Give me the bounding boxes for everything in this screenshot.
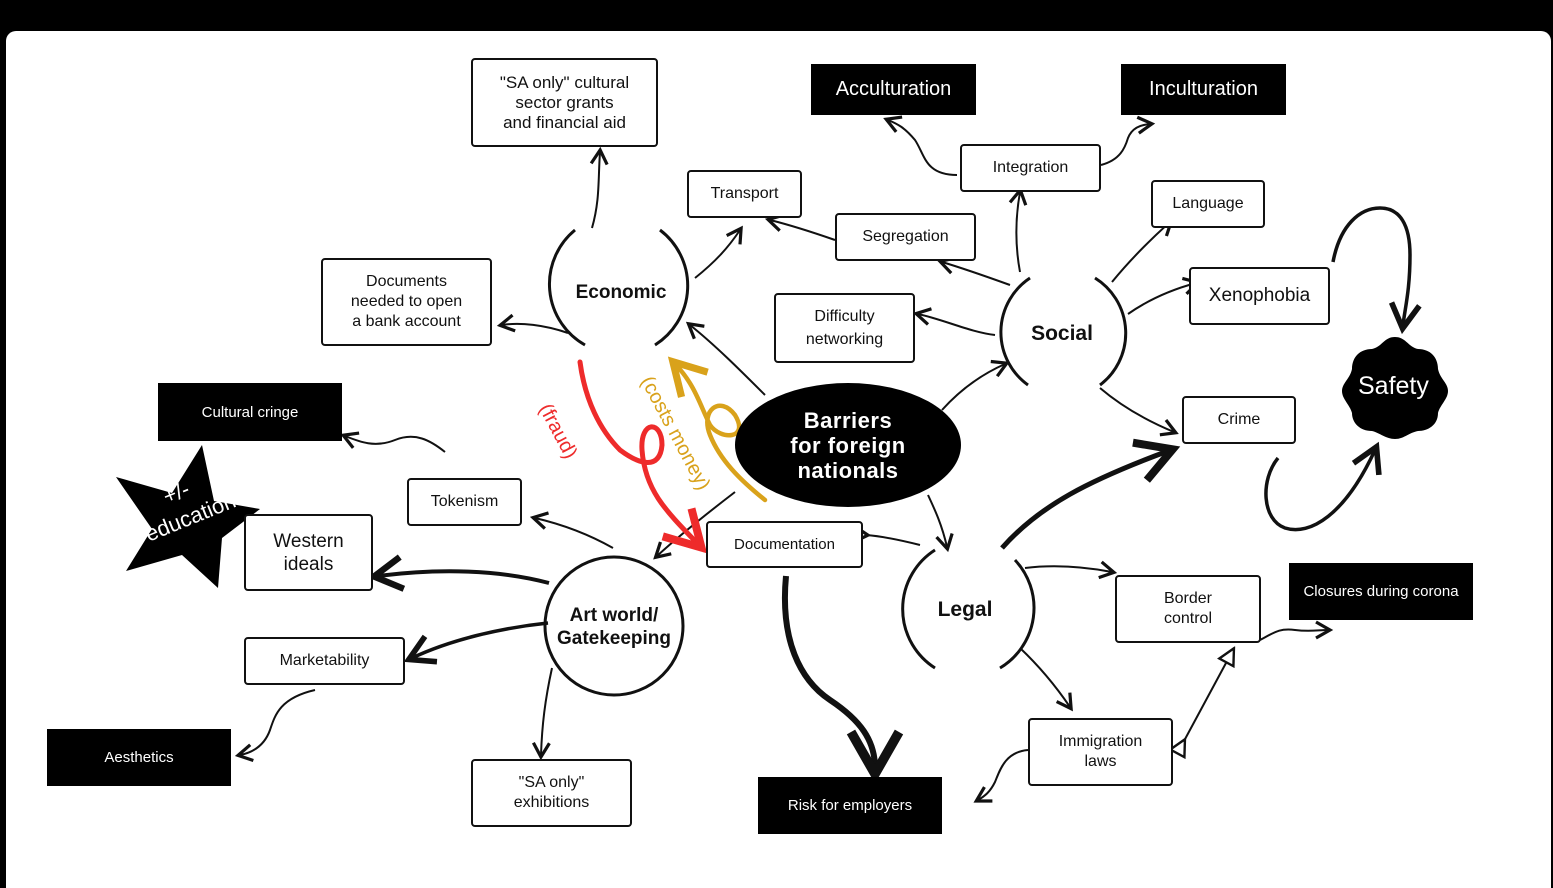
safety-label: Safety [1358,372,1429,400]
segregation-box: Segregation [835,213,976,261]
sa-only-exhibitions-box: "SA only" exhibitions [471,759,632,827]
economic-hub: Economic [575,281,667,303]
immigration-laws-box: Immigration laws [1028,718,1173,786]
closures-during-corona-label: Closures during corona [1289,563,1473,620]
tokenism-box: Tokenism [407,478,522,526]
difficulty-networking-box: Difficulty networking [774,293,915,363]
legal-hub: Legal [937,597,993,621]
xenophobia-box: Xenophobia [1189,267,1330,325]
art-world-hub: Art world/ Gatekeeping [556,605,672,649]
social-hub: Social [1031,321,1093,345]
western-ideals-box: Western ideals [244,514,373,591]
border-control-box: Border control [1115,575,1261,643]
education-star [116,445,260,588]
documentation-box: Documentation [706,521,863,568]
marketability-box: Marketability [244,637,405,685]
inculturation-label: Inculturation [1121,64,1286,115]
integration-box: Integration [960,144,1101,192]
cultural-cringe-label: Cultural cringe [158,383,342,441]
sa-only-grants-box: "SA only" cultural sector grants and fin… [471,58,658,147]
transport-box: Transport [687,170,802,218]
central-topic: Barriers for foreign nationals [735,383,961,507]
language-box: Language [1151,180,1265,228]
risk-for-employers-label: Risk for employers [758,777,942,834]
acculturation-label: Acculturation [811,64,976,115]
documents-bank-box: Documents needed to open a bank account [321,258,492,346]
aesthetics-label: Aesthetics [47,729,231,786]
safety-badge [1342,337,1448,439]
crime-box: Crime [1182,396,1296,444]
